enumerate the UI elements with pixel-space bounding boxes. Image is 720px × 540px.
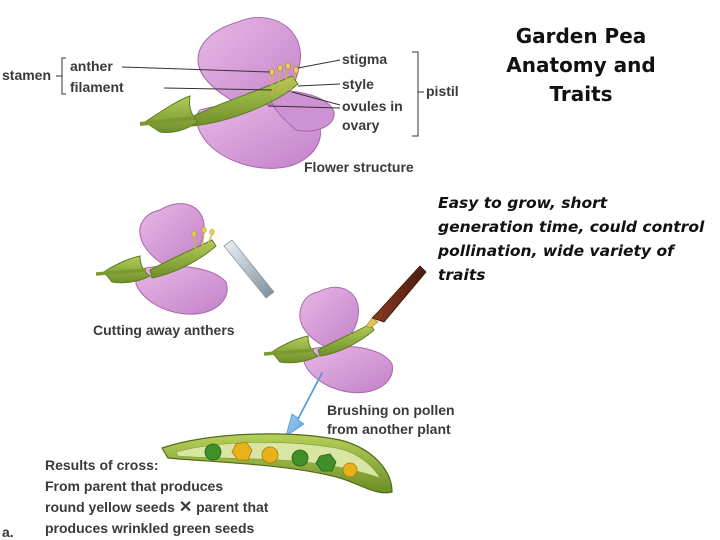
brush-flower-ovary <box>317 323 375 357</box>
top-flower-pedicel <box>139 116 195 126</box>
flower-structure-illustration <box>56 17 424 169</box>
traits-notes: Easy to grow, short generation time, cou… <box>438 194 705 284</box>
label-pistil: pistil <box>426 83 459 99</box>
caption-cutting-anthers: Cutting away anthers <box>93 322 235 338</box>
label-anther: anther <box>70 58 113 74</box>
pistil-bracket <box>412 51 424 137</box>
title-line-1: Garden Pea <box>515 24 647 48</box>
pea-seed-green <box>291 449 309 467</box>
cross-symbol: ✕ <box>178 499 193 516</box>
pea-seed-yellow <box>342 462 358 478</box>
paintbrush-bristles <box>365 317 379 329</box>
top-flower-filaments <box>271 67 297 96</box>
pollination-flower-illustration <box>263 265 427 437</box>
brush-flower-wing-petal <box>303 345 393 394</box>
cut-flower-anthers <box>191 226 215 238</box>
results-line-3: round yellow seeds ✕ parent that <box>45 497 268 518</box>
top-flower-ovary <box>189 75 299 127</box>
pea-seeds <box>204 441 358 478</box>
pea-seed-yellow-wrinkled <box>231 441 253 461</box>
cut-flower-ovary <box>149 239 217 279</box>
scalpel-icon <box>223 239 275 299</box>
pea-pod-inner <box>175 442 381 479</box>
slide-title: Garden Pea Anatomy and Traits <box>488 22 674 109</box>
top-flower-anthers <box>269 62 299 76</box>
title-line-2: Anatomy and <box>506 53 656 77</box>
results-line-1: Results of cross: <box>45 457 159 473</box>
pea-seed-green <box>204 443 222 461</box>
pea-seed-green-wrinkled <box>315 453 337 472</box>
label-ovules: ovules in <box>342 98 403 114</box>
label-stamen: stamen <box>2 67 52 83</box>
brush-flower-pedicel <box>263 348 315 356</box>
panel-label: a. <box>2 524 14 540</box>
results-line-4: produces wrinkled green seeds <box>45 520 255 536</box>
results-line-2: From parent that produces <box>45 478 224 494</box>
pea-pod-illustration <box>161 433 393 494</box>
results-line-3-start: round yellow seeds <box>45 499 175 515</box>
top-flower-keel-petal <box>267 90 335 132</box>
stamen-bracket <box>56 57 66 95</box>
label-ovary: ovary <box>342 117 380 133</box>
results-line-3-end: parent that <box>196 499 269 515</box>
paintbrush-icon <box>371 265 427 323</box>
cut-flower-pedicel <box>95 268 147 276</box>
label-filament: filament <box>70 79 124 95</box>
top-flower-sepal <box>144 95 199 133</box>
caption-flower-structure: Flower structure <box>304 159 414 175</box>
title-line-3: Traits <box>549 82 613 106</box>
caption-brushing-line-2: from another plant <box>327 421 451 437</box>
results-of-cross: Results of cross: From parent that produ… <box>45 455 268 539</box>
cut-flower-wing-petal <box>135 265 228 315</box>
arrow-icon <box>285 371 323 437</box>
label-leader-lines <box>121 59 341 109</box>
pea-seed-yellow <box>261 446 279 464</box>
label-stigma: stigma <box>342 51 388 67</box>
cutting-flower-illustration <box>95 203 275 315</box>
cut-flower-filaments <box>193 231 213 251</box>
caption-brushing-line-1: Brushing on pollen <box>327 402 455 418</box>
label-style: style <box>342 76 374 92</box>
